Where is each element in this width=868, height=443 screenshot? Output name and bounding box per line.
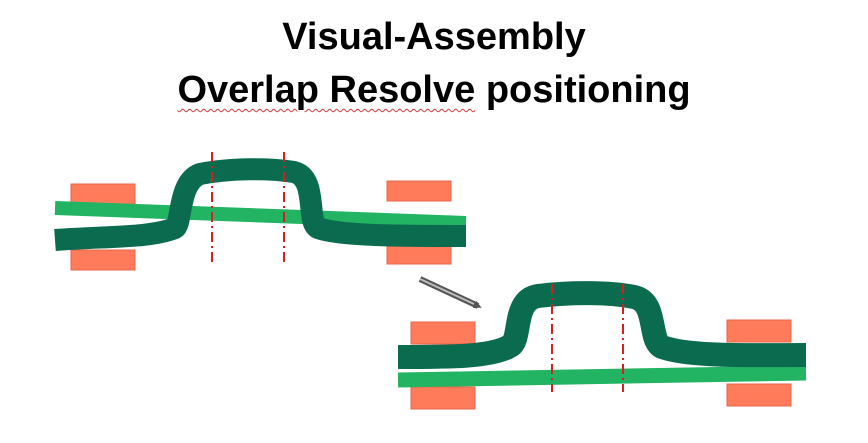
title-word-visual: Visual [282,16,394,58]
after-assembly [397,281,807,410]
before-assembly [54,152,467,271]
after-pad-bottom-right [726,383,792,407]
title-line-2: Overlap Resolve positioning [0,67,868,113]
before-dark-wire [54,158,467,251]
before-pad-top-left [70,183,136,205]
after-light-wire [397,365,807,388]
before-pad-top-right [386,180,452,202]
after-pad-top-right [726,319,792,343]
title-words-overlap-resolve: Overlap Resolve [177,69,476,111]
title-word-positioning: positioning [475,69,691,111]
after-dark-wire [397,281,807,369]
after-pad-top-left [410,321,476,345]
after-pad-bottom-left [410,386,476,410]
before-light-wire [54,201,467,230]
transition-arrow [418,276,482,309]
before-pad-bottom-right [386,243,452,265]
title-word-assembly: -Assembly [393,16,586,58]
before-pad-bottom-left [70,249,136,271]
title-line-1: Visual-Assembly [0,14,868,60]
